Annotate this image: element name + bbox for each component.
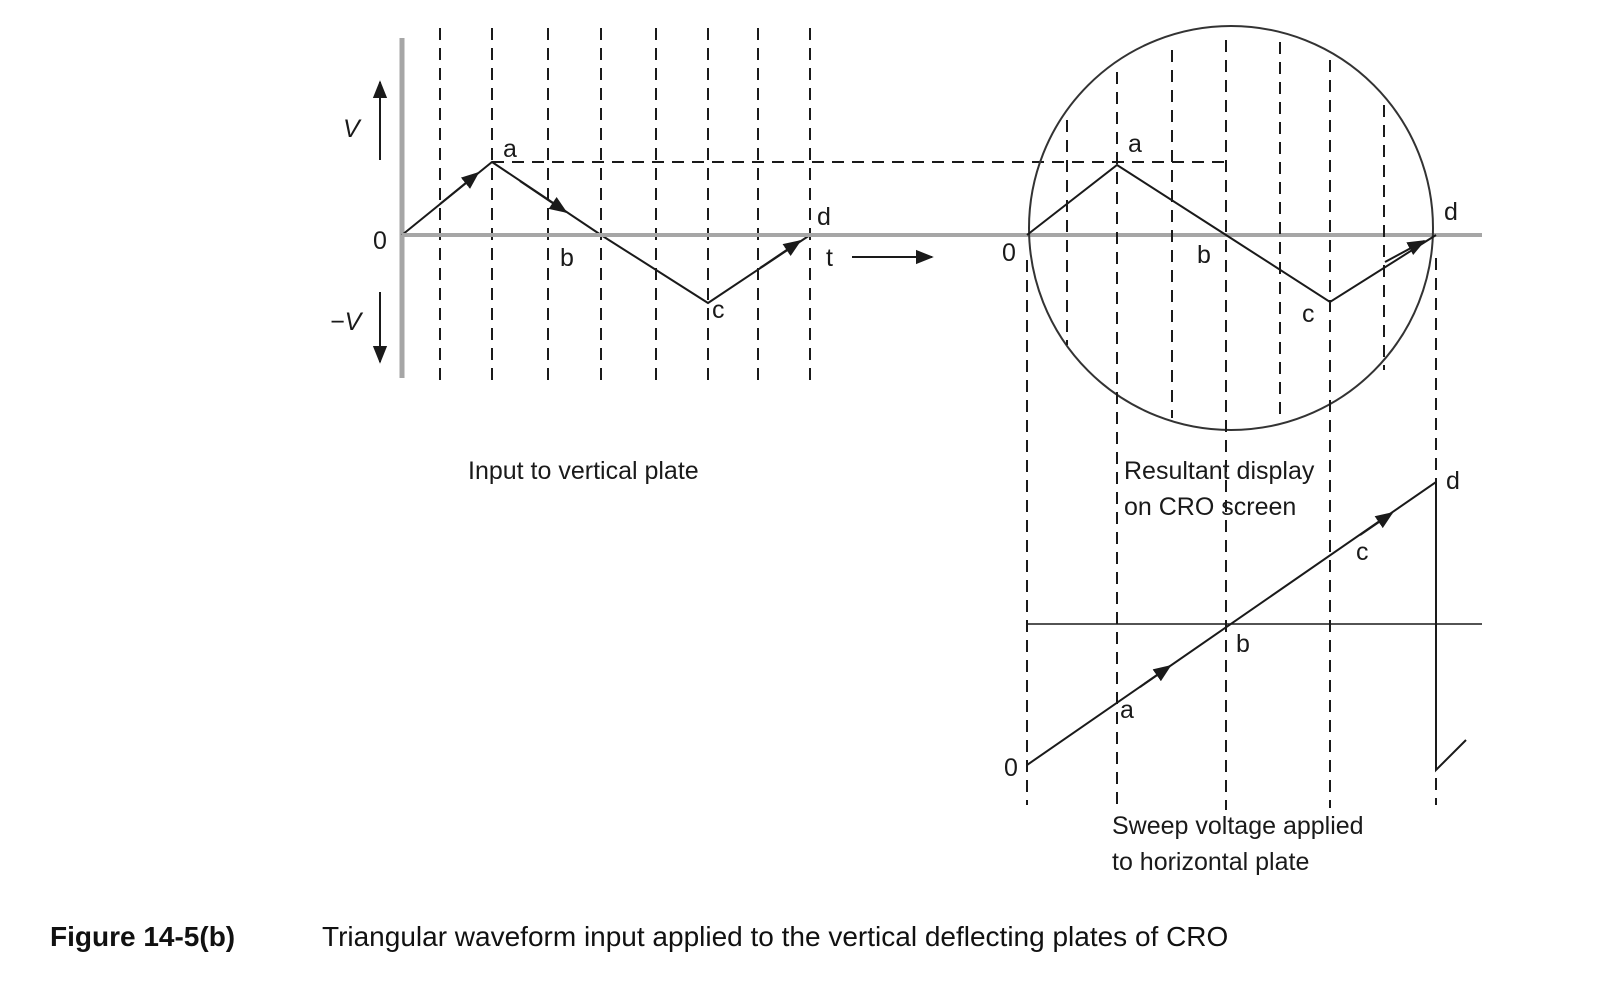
point-a-label: a: [503, 135, 517, 163]
sweep-title-line1: Sweep voltage applied: [1112, 812, 1364, 840]
origin-label: 0: [373, 227, 387, 255]
input-plot-title: Input to vertical plate: [468, 457, 699, 485]
point-c-label: c: [712, 296, 725, 324]
display-title-line1: Resultant display: [1124, 457, 1315, 485]
screen-circle: [1028, 25, 1434, 431]
v-neg-label: −V: [330, 308, 364, 336]
sweep-a-label: a: [1120, 696, 1134, 724]
figure-number: Figure 14-5(b): [50, 921, 235, 952]
input-plot: V −V 0 a b c d t Input to vertical plate: [330, 28, 934, 485]
triangular-waveform: [401, 160, 811, 305]
time-label: t: [826, 244, 833, 272]
sawtooth-waveform: [1026, 480, 1467, 773]
figure-caption: Triangular waveform input applied to the…: [322, 921, 1228, 952]
v-pos-label: V: [343, 115, 362, 143]
direction-arrow-icon: [519, 180, 568, 214]
cro-screen: 0 a b c d Resultant display on CRO scree…: [1002, 25, 1458, 810]
sweep-b-label: b: [1236, 630, 1250, 658]
time-gridlines: [439, 28, 811, 382]
resultant-trace: [1026, 163, 1437, 304]
display-title-line2: on CRO screen: [1124, 493, 1296, 521]
screen-d-label: d: [1444, 198, 1458, 226]
sweep-plot: 0 a b c d Sweep voltage applied to horiz…: [1004, 467, 1482, 876]
screen-a-label: a: [1128, 130, 1142, 158]
projection-gridlines: [1026, 40, 1437, 810]
sweep-d-label: d: [1446, 467, 1460, 495]
screen-origin-label: 0: [1002, 239, 1016, 267]
sweep-origin-label: 0: [1004, 754, 1018, 782]
sweep-title-line2: to horizontal plate: [1112, 848, 1309, 876]
screen-c-label: c: [1302, 300, 1315, 328]
direction-arrow-icon: [759, 239, 802, 269]
direction-arrow-icon: [1384, 240, 1426, 263]
screen-gridlines: [1066, 42, 1385, 422]
sweep-c-label: c: [1356, 538, 1369, 566]
point-b-label: b: [560, 244, 574, 272]
direction-arrow-icon: [439, 171, 480, 205]
direction-arrow-icon: [1139, 664, 1172, 688]
direction-arrow-icon: [1359, 511, 1394, 536]
point-d-label: d: [817, 203, 831, 231]
screen-b-label: b: [1197, 241, 1211, 269]
